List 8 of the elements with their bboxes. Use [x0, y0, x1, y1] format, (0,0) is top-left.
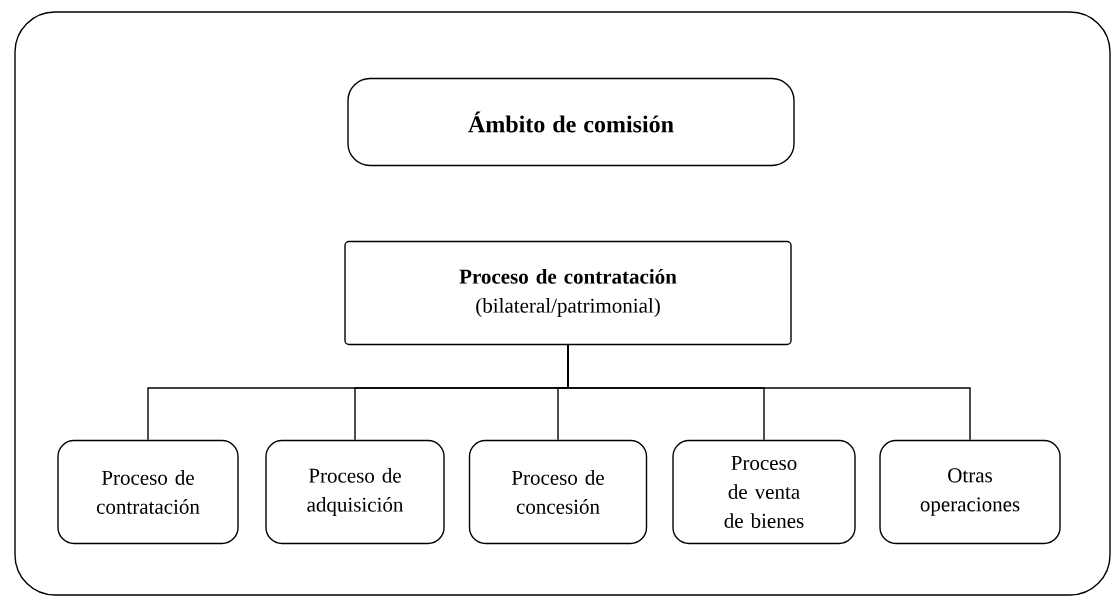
- process-box: Proceso de adquisición: [265, 439, 445, 545]
- process-box: Otras operaciones: [879, 439, 1061, 545]
- process-box: Proceso de contratación (bilateral/patrimonial): [344, 240, 792, 346]
- process-box: Proceso de venta de bienes: [672, 439, 856, 545]
- process-box: Proceso de concesión: [468, 439, 648, 545]
- process-box: Proceso de contratación: [57, 439, 239, 545]
- title-box: Ámbito de comisión: [347, 77, 795, 167]
- connector-line: [567, 344, 971, 441]
